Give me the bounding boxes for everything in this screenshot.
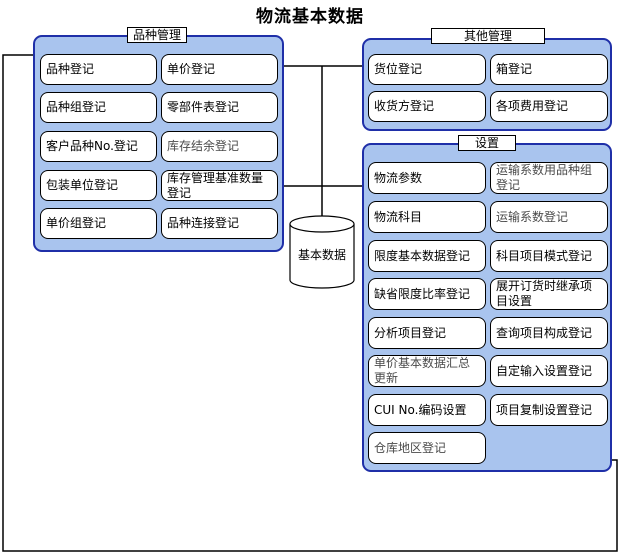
- expenses-register-button[interactable]: 各项费用登记: [490, 91, 608, 122]
- unit-price-register-button[interactable]: 单价登记: [161, 54, 278, 85]
- unit-price-group-register-button[interactable]: 单价组登记: [40, 208, 157, 239]
- warehouse-area-register-button[interactable]: 仓库地区登记: [368, 432, 486, 464]
- variety-group-register-button[interactable]: 品种组登记: [40, 92, 157, 123]
- transport-coef-register-button[interactable]: 运输系数登记: [490, 201, 608, 233]
- analysis-item-register-button[interactable]: 分析项目登记: [368, 317, 486, 349]
- logistics-subject-button[interactable]: 物流科目: [368, 201, 486, 233]
- variety-register-button[interactable]: 品种登记: [40, 54, 157, 85]
- box-register-button[interactable]: 箱登记: [490, 54, 608, 85]
- other-management-title: 其他管理: [431, 28, 545, 44]
- unit-price-data-summary-update-button[interactable]: 单价基本数据汇总更新: [368, 355, 486, 387]
- settings-title: 设置: [458, 135, 516, 151]
- transport-coef-variety-group-button[interactable]: 运输系数用品种组登记: [490, 162, 608, 194]
- custom-input-settings-register-button[interactable]: 自定输入设置登记: [490, 355, 608, 387]
- default-limit-ratio-register-button[interactable]: 缺省限度比率登记: [368, 278, 486, 310]
- page-title: 物流基本数据: [256, 7, 364, 27]
- database-cylinder-icon: [289, 215, 355, 289]
- item-copy-settings-register-button[interactable]: 项目复制设置登记: [490, 394, 608, 426]
- parts-list-register-button[interactable]: 零部件表登记: [161, 92, 278, 123]
- order-expand-inherit-settings-button[interactable]: 展开订货时继承项目设置: [490, 278, 608, 310]
- cui-no-code-settings-button[interactable]: CUI No.编码设置: [368, 394, 486, 426]
- receiver-register-button[interactable]: 收货方登记: [368, 91, 486, 122]
- variety-link-register-button[interactable]: 品种连接登记: [161, 208, 278, 239]
- location-register-button[interactable]: 货位登记: [368, 54, 486, 85]
- subject-item-pattern-register-button[interactable]: 科目项目模式登记: [490, 240, 608, 272]
- basic-data-label: 基本数据: [297, 248, 346, 262]
- customer-variety-no-register-button[interactable]: 客户品种No.登记: [40, 131, 157, 162]
- limit-basic-data-register-button[interactable]: 限度基本数据登记: [368, 240, 486, 272]
- variety-management-title: 品种管理: [127, 27, 187, 43]
- logistics-params-button[interactable]: 物流参数: [368, 162, 486, 194]
- inventory-balance-register-button[interactable]: 库存结余登记: [161, 131, 278, 162]
- query-item-structure-register-button[interactable]: 查询项目构成登记: [490, 317, 608, 349]
- inventory-standard-qty-register-button[interactable]: 库存管理基准数量登记: [161, 170, 278, 201]
- package-unit-register-button[interactable]: 包装单位登记: [40, 170, 157, 201]
